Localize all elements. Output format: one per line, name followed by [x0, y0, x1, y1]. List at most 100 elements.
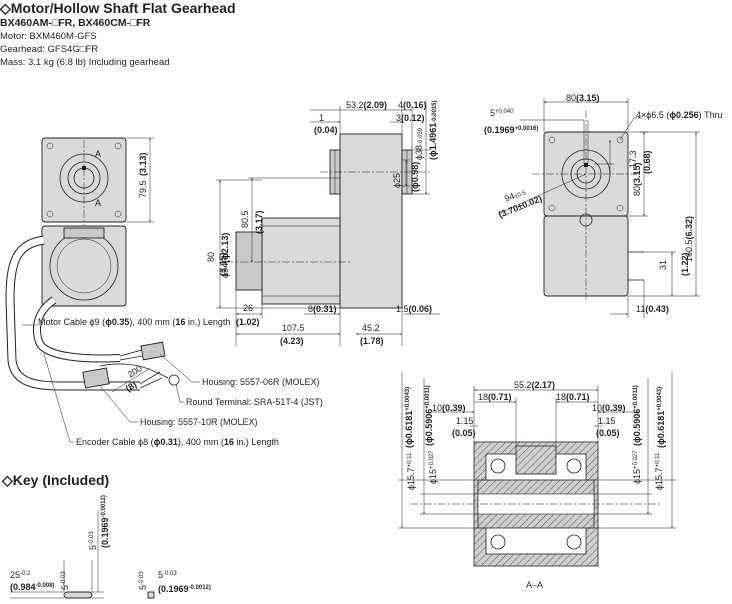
key-drawing: 5-0.03 (0.1969-0.0012) 25-0.2 (0.984-0.0… — [10, 495, 211, 599]
end-view: 80(3.15) 5+0.040 (0.1969+0.0016) 4×ϕ6.5 … — [484, 93, 723, 318]
dim-80-5-in: (3.17) — [254, 210, 264, 234]
key-dim-5-v: 5-0.03 — [88, 531, 98, 550]
sec-dim-1-15-r-in: (0.05) — [596, 428, 620, 438]
end-dim-160-5: 160.5(6.32) — [684, 216, 694, 262]
motor-cable-label: Motor Cable ϕ9 (ϕ0.35), 400 mm (16 in.) … — [38, 317, 230, 327]
sec-dim-10-l: 10(0.39) — [432, 403, 466, 413]
round-terminal-label: Round Terminal: SRA-51T-4 (JST) — [186, 397, 323, 407]
sec-dim-1-15-r: 1.15 — [598, 416, 616, 426]
bearing-ball — [490, 458, 506, 474]
dim-26-in: (1.02) — [236, 317, 260, 327]
dim-1: 1 — [319, 113, 324, 123]
dim-3: 3(0.12) — [396, 113, 425, 123]
sec-dim-1-15-l: 1.15 — [456, 416, 474, 426]
header: ◇Motor/Hollow Shaft Flat Gearhead BX460A… — [0, 0, 420, 69]
dim-1-in: (0.04) — [314, 125, 338, 135]
dim-200: 200 — [126, 363, 144, 379]
key-end — [147, 591, 155, 599]
sec-dim-18-l: 18(0.71) — [478, 392, 512, 402]
model-numbers: BX460AM-□FR, BX460CM-□FR — [0, 17, 151, 29]
section-view: A–A 55.2(2.17) 18(0.71) 18(0.71) 10(0.39… — [398, 372, 676, 590]
dim-80-in: (3.15) — [218, 252, 228, 276]
key-section-title: ◇Key (Included) — [2, 472, 110, 488]
end-dim-80-v: 80(3.15) — [632, 162, 642, 196]
key-dim-5-v-in: (0.1969-0.0012) — [100, 495, 110, 548]
dim-80: 80 — [206, 252, 216, 262]
end-dim-17-3-in: (0.68) — [642, 150, 652, 174]
housing-10r-label: Housing: 5557-10R (MOLEX) — [140, 417, 258, 427]
end-dim-11: 11(0.43) — [636, 304, 669, 314]
sec-dim-phi15-7-l: ϕ15.7+0.11 — [406, 452, 416, 490]
dim-phi25: ϕ25 — [392, 173, 402, 188]
mount-hole — [114, 210, 122, 218]
key-dim-5-h-in: (0.1969-0.0012) — [158, 584, 211, 594]
mass-spec: Mass: 3.1 kg (6.8 lb) Including gearhead — [0, 57, 170, 68]
end-dim-31-in: (1.22) — [680, 252, 690, 276]
sec-dim-phi15-l: ϕ15+0.027 — [428, 450, 438, 484]
dim-107-5: 107.5 — [282, 323, 305, 333]
sec-dim-phi15-r: ϕ15+0.027 — [632, 450, 642, 484]
dim-45-2: 45.2 — [362, 323, 380, 333]
end-dim-17-3: 17.3 — [628, 150, 638, 168]
end-dim-31: 31 — [658, 260, 668, 270]
sec-dim-10-r: 10(0.39) — [592, 403, 626, 413]
dim-107-5-in: (4.23) — [280, 336, 304, 346]
sec-dim-55-2: 55.2(2.17) — [514, 380, 555, 390]
key-dim-5-v2: 5-0.03 — [138, 571, 148, 590]
motor-rear-cover — [235, 231, 263, 291]
page-title: ◇Motor/Hollow Shaft Flat Gearhead — [0, 0, 236, 16]
sec-dim-phi15-l-in: (ϕ0.5906+0.0011) — [424, 385, 434, 446]
dim-phi25-in: (ϕ0.98) — [410, 162, 420, 192]
motor-spec: Motor: BXM460M-GFS — [0, 31, 97, 42]
sec-dim-18-r: 18(0.71) — [556, 392, 590, 402]
section-label: A–A — [526, 580, 543, 590]
end-dim-5: 5+0.040 — [490, 108, 514, 118]
section-mark-a: A — [95, 198, 101, 208]
key-dim-5-h: 5-0.03 — [158, 570, 177, 580]
dim-45-2-in: (1.78) — [360, 336, 384, 346]
dim-1-5: 1.5(0.06) — [396, 304, 432, 314]
housing-10r — [82, 367, 110, 389]
sec-dim-phi15-r-in: (ϕ0.5906+0.0011) — [632, 385, 642, 446]
gearhead-spec: Gearhead: GFS4G□FR — [0, 44, 99, 55]
housing-06r — [140, 341, 166, 361]
dim-26: 26 — [243, 303, 253, 313]
mount-hole — [46, 142, 54, 150]
dim-53-2: 53.2(2.09) — [346, 100, 387, 110]
dim-phi38: ϕ38-0.039 — [414, 127, 424, 160]
end-dim-80: 80(3.15) — [566, 93, 600, 103]
section-mark-a: A — [95, 149, 101, 159]
dim-8: 8(0.31) — [308, 304, 337, 314]
motor-body — [41, 225, 127, 307]
gear-section — [515, 445, 557, 475]
key-side — [63, 591, 93, 599]
dim-80-5: 80.5 — [240, 210, 250, 228]
dim-phi38-in: (ϕ1.4961-0.0015) — [428, 100, 438, 160]
motor-side — [261, 217, 341, 305]
holes-label: 4×ϕ6.5 (ϕ0.256) Thru — [636, 110, 723, 120]
dim-79-5-in: (3.13) — [138, 152, 148, 176]
encoder-cable-label: Encoder Cable ϕ8 (ϕ0.31), 400 mm (16 in.… — [76, 437, 279, 447]
sec-dim-phi15-7-r-in: (ϕ0.6181+0.0043) — [656, 387, 666, 448]
dim-200-in: (8) — [124, 379, 139, 393]
dim-4: 4(0.16) — [398, 100, 427, 110]
side-view: 53.2(2.09) 4(0.16) 3(0.12) 1 (0.04) ϕ38-… — [206, 100, 440, 346]
sec-dim-phi15-7-r: ϕ15.7+0.11 — [654, 452, 664, 490]
sec-dim-phi15-7-l-in: (ϕ0.6181+0.0043) — [404, 387, 414, 448]
mount-hole — [114, 142, 122, 150]
housing-06r-label: Housing: 5557-06R (MOLEX) — [202, 377, 320, 387]
dim-79-5: 79.5 — [138, 180, 148, 198]
key-dim-5-l: 5-0.03 — [60, 571, 70, 590]
end-dim-5-in: (0.1969+0.0016) — [484, 125, 538, 135]
connector-housing — [63, 227, 105, 239]
motor-inner-circle — [56, 238, 112, 294]
cable-labels: Motor Cable ϕ9 (ϕ0.35), 400 mm (16 in.) … — [22, 317, 323, 447]
mount-hole — [46, 210, 54, 218]
key-dim-25: 25-0.2 — [10, 570, 31, 580]
bearing-ball — [566, 534, 582, 550]
dim-phi54: ϕ54(ϕ2.13) — [220, 233, 230, 278]
end-dim-94: 94±0.5 — [503, 186, 527, 204]
key-dim-25-in: (0.984-0.008) — [10, 582, 55, 592]
gearhead-side — [339, 133, 403, 309]
